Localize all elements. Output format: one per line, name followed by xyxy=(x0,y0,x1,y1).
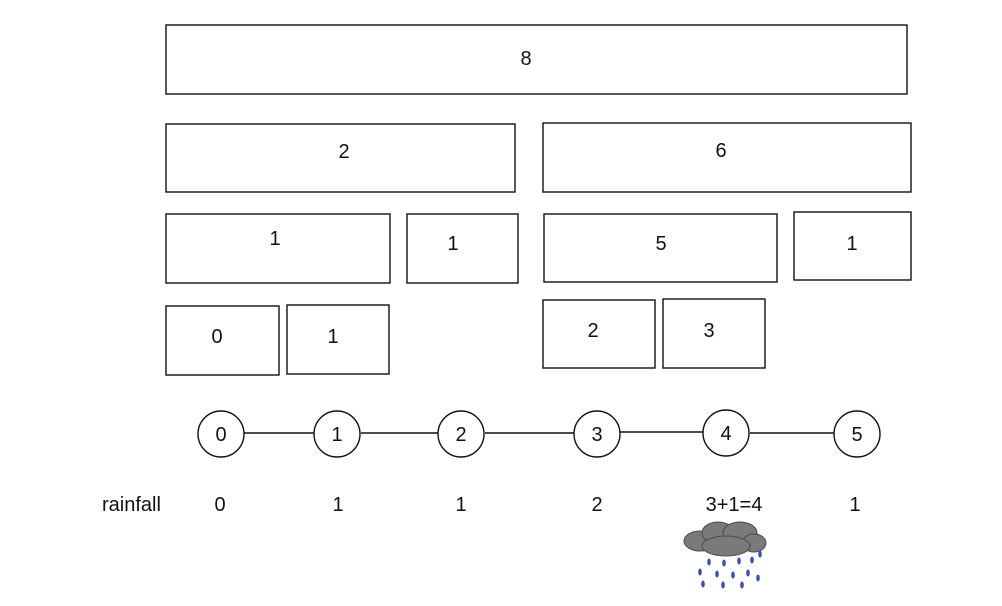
tree-level-2: 1 1 5 1 xyxy=(165,211,912,284)
chain-node-3 xyxy=(573,410,621,458)
chain-node-1-label: 1 xyxy=(331,424,342,446)
tree-node-l3-b-label: 1 xyxy=(327,326,338,348)
tree-node-l2-c xyxy=(543,213,778,283)
cloud-shape xyxy=(683,521,767,557)
chain-node-5 xyxy=(833,410,881,458)
tree-node-l3-b xyxy=(286,304,390,375)
tree-node-root-label: 8 xyxy=(520,48,531,70)
tree-node-right-label: 6 xyxy=(715,140,726,162)
chain-node-1 xyxy=(313,410,361,458)
tree-node-l2-a-label: 1 xyxy=(269,228,280,250)
tree-node-left-label: 2 xyxy=(338,141,349,163)
tree-node-l2-a xyxy=(165,213,391,284)
raindrops xyxy=(698,550,762,589)
chain-node-2 xyxy=(437,410,485,458)
chain-node-4 xyxy=(702,409,750,457)
rainfall-value-5: 1 xyxy=(849,494,860,516)
tree-node-l2-b xyxy=(406,213,519,284)
tree-node-right xyxy=(542,122,912,193)
tree-node-l3-a-label: 0 xyxy=(211,326,222,348)
chain-node-0 xyxy=(197,410,245,458)
chain-node-0-label: 0 xyxy=(215,424,226,446)
tree-node-l3-d-label: 3 xyxy=(703,320,714,342)
rainfall-value-0: 0 xyxy=(214,494,225,516)
chain-node-4-label: 4 xyxy=(720,423,731,445)
rainfall-value-2: 1 xyxy=(455,494,466,516)
tree-level-0: 8 xyxy=(165,24,908,95)
tree-node-root xyxy=(165,24,908,95)
chain-node-5-label: 5 xyxy=(851,424,862,446)
rainfall-label: rainfall xyxy=(102,494,161,516)
rainfall-value-4: 3+1=4 xyxy=(706,494,763,516)
tree-node-l3-d xyxy=(662,298,766,369)
rain-cloud-icon xyxy=(683,521,767,589)
tree-node-left xyxy=(165,123,516,193)
tree-level-1: 2 6 xyxy=(165,122,912,193)
tree-node-l3-c xyxy=(542,299,656,369)
rainfall-value-3: 2 xyxy=(591,494,602,516)
node-chain: 0 1 2 3 4 5 xyxy=(197,409,881,458)
rainfall-row: rainfall 0 1 1 2 3+1=4 1 xyxy=(102,494,861,516)
chain-node-2-label: 2 xyxy=(455,424,466,446)
tree-node-l2-d-label: 1 xyxy=(846,233,857,255)
chain-node-3-label: 3 xyxy=(591,424,602,446)
rainfall-value-1: 1 xyxy=(332,494,343,516)
tree-level-3: 0 1 2 3 xyxy=(165,298,766,376)
tree-node-l3-c-label: 2 xyxy=(587,320,598,342)
tree-node-l2-b-label: 1 xyxy=(447,233,458,255)
tree-node-l2-d xyxy=(793,211,912,281)
tree-node-l3-a xyxy=(165,305,280,376)
tree-node-l2-c-label: 5 xyxy=(655,233,666,255)
